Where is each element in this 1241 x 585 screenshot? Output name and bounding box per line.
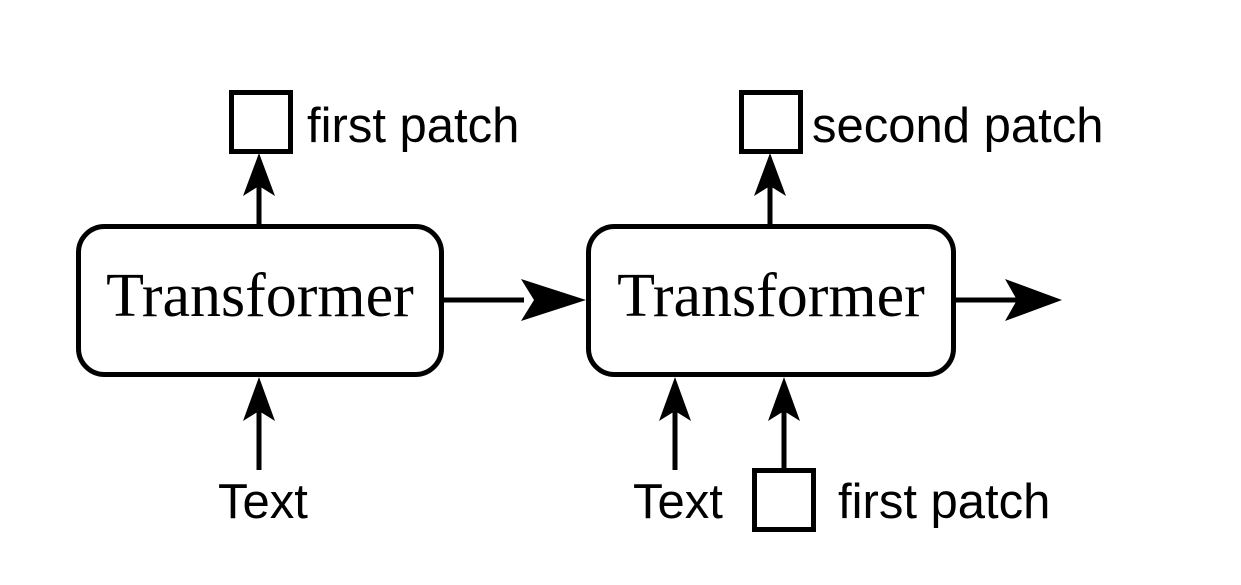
- edge-patchinput1-to-transformer2-arrowhead: [768, 377, 800, 421]
- patch-input-1-square: [752, 468, 816, 532]
- patch-output-1-square: [229, 90, 293, 154]
- patch-output-2-square: [739, 90, 803, 154]
- edge-transformer2-output-arrowhead: [1005, 279, 1062, 321]
- transformer-1-box: [76, 224, 444, 377]
- text-input-1-label: Text: [218, 475, 308, 529]
- edge-transformer2-to-patch2-arrowhead: [754, 153, 786, 196]
- text-input-2-label: Text: [633, 475, 723, 529]
- edge-text2-to-transformer2-arrowhead: [659, 377, 691, 421]
- patch-output-2-label: second patch: [812, 99, 1104, 153]
- patch-input-1-label: first patch: [838, 475, 1050, 529]
- edge-transformer1-to-patch1-arrowhead: [243, 153, 275, 196]
- patch-output-1-label: first patch: [307, 99, 519, 153]
- edge-text1-to-transformer1-arrowhead: [243, 377, 275, 421]
- transformer-2-label: Transformer: [617, 262, 925, 330]
- edge-transformer1-to-transformer2-arrowhead: [521, 279, 586, 321]
- transformer-1-label: Transformer: [106, 262, 414, 330]
- transformer-2-box: [586, 224, 956, 377]
